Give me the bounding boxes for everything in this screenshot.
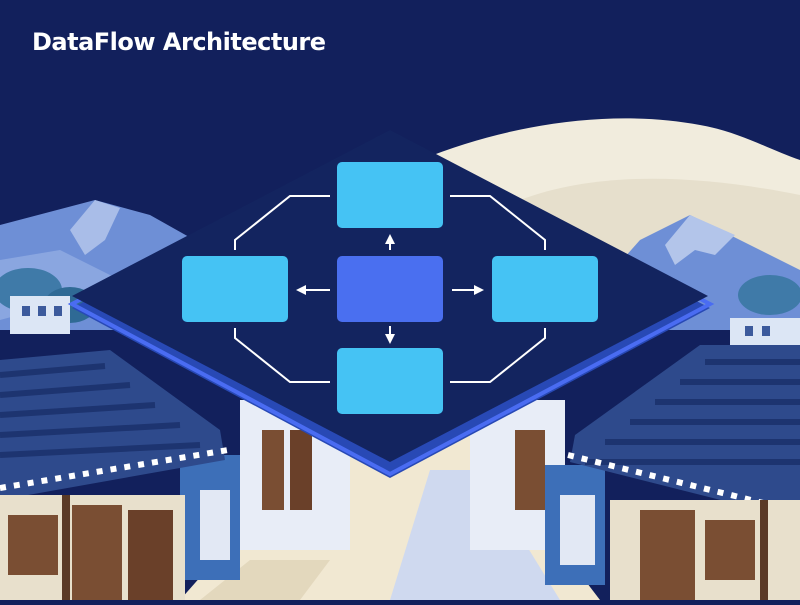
house-right-window: [745, 326, 753, 336]
house-left-window-3: [54, 306, 62, 316]
connector-top-left: [234, 195, 330, 250]
node-right: [492, 256, 598, 322]
node-center: [337, 256, 443, 322]
house-left-window: [22, 306, 30, 316]
house-left-window-2: [38, 306, 46, 316]
hanok-left-post: [62, 495, 70, 600]
hanok-left-door-2: [128, 510, 173, 600]
page-title: DataFlow Architecture: [32, 28, 326, 56]
connector-bottom-right: [450, 328, 546, 383]
hanok-right-post: [760, 500, 768, 600]
tree-right: [738, 275, 800, 315]
hanok-left-roof-tiles: [0, 363, 201, 458]
mountain-left-snow: [70, 200, 120, 255]
node-left: [182, 256, 288, 322]
node-top: [337, 162, 443, 228]
hanok-right-roof-tiles: [585, 359, 800, 465]
building-mid-left-door: [262, 430, 284, 510]
street-shadow-2: [200, 560, 330, 600]
building-mid-left-door-2: [290, 430, 312, 510]
building-mid-right-door: [515, 430, 545, 510]
connector-top-right: [450, 195, 546, 250]
mountain-right-snow: [665, 215, 735, 265]
hanok-right-roof: [570, 345, 800, 520]
hanok-left-door: [72, 505, 122, 600]
node-bottom: [337, 348, 443, 414]
hanok-left-eave: [0, 447, 229, 491]
connector-bottom-left: [234, 328, 330, 383]
hanok-right-window: [705, 520, 755, 580]
hanok-right-door: [640, 510, 695, 600]
window-panel-left: [200, 490, 230, 560]
house-right-window-2: [762, 326, 770, 336]
hanok-left-window: [8, 515, 58, 575]
window-panel-right: [560, 495, 595, 565]
